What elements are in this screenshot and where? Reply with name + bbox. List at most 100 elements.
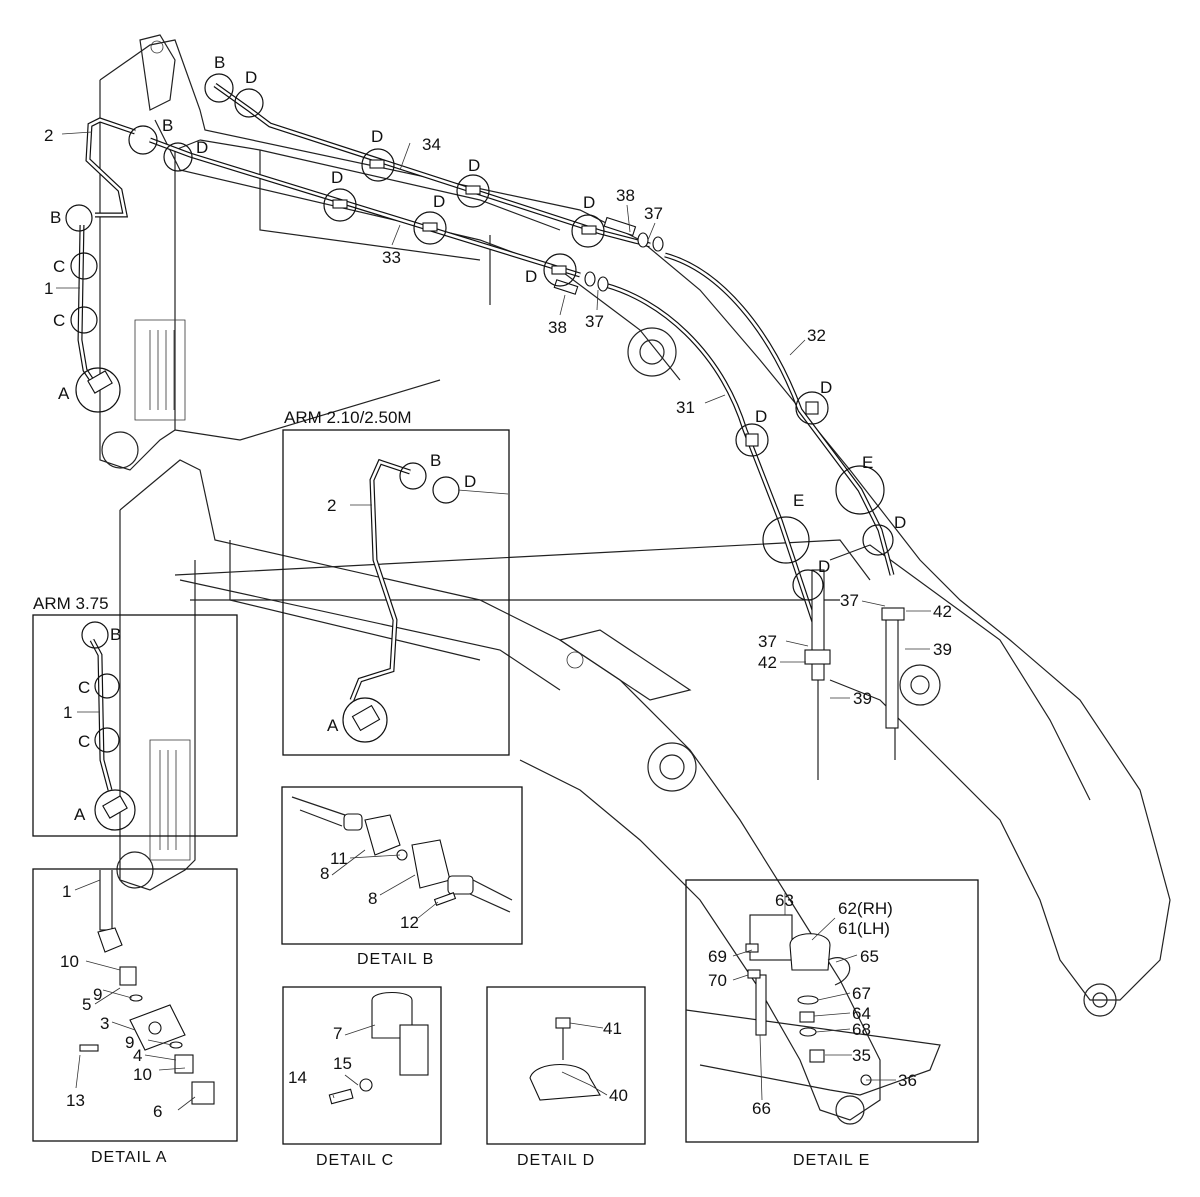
label-11-b: 11 — [330, 849, 348, 868]
label-c-375-1: C — [78, 678, 90, 697]
label-37-left: 37 — [758, 632, 777, 651]
label-b-inset: B — [430, 451, 441, 470]
label-d-10: D — [818, 557, 830, 576]
detail-b-drawing — [291, 796, 513, 913]
label-1-375: 1 — [63, 703, 72, 722]
label-13-a: 13 — [66, 1091, 85, 1110]
label-4-a: 4 — [133, 1046, 142, 1065]
label-c-left-2: C — [53, 311, 65, 330]
arm-375-inset-box — [32, 614, 238, 837]
label-d-2: D — [468, 156, 480, 175]
label-d-4: D — [433, 192, 445, 211]
label-b-left: B — [50, 208, 61, 227]
label-9-a-bottom: 9 — [125, 1033, 134, 1052]
label-36-e: 36 — [898, 1071, 917, 1090]
label-35-e: 35 — [852, 1046, 871, 1065]
label-38-bottom: 38 — [548, 318, 567, 337]
label-9-a-top: 9 — [93, 985, 102, 1004]
detail-e-drawing — [685, 914, 941, 1096]
label-42-right: 42 — [933, 602, 952, 621]
detail-a-drawing — [79, 870, 215, 1105]
detail-d-drawing — [529, 1017, 601, 1101]
label-65-e: 65 — [860, 947, 879, 966]
arm-210-inset-box — [282, 429, 510, 756]
label-3-a: 3 — [100, 1014, 109, 1033]
label-38-top: 38 — [616, 186, 635, 205]
detail-b-box — [281, 786, 523, 945]
label-61-e: 61(LH) — [838, 919, 890, 938]
label-69-e: 69 — [708, 947, 727, 966]
label-b-top-1: B — [214, 53, 225, 72]
label-e-1: E — [862, 453, 873, 472]
label-6-a: 6 — [153, 1102, 162, 1121]
label-63-e: 63 — [775, 891, 794, 910]
label-39-right: 39 — [933, 640, 952, 659]
detail-c-drawing — [328, 991, 429, 1105]
label-d-9: D — [894, 513, 906, 532]
label-1-main: 1 — [44, 279, 53, 298]
label-31: 31 — [676, 398, 695, 417]
arm-210-inset-drawing — [342, 458, 509, 743]
label-37-top: 37 — [644, 204, 663, 223]
label-d-top-2: D — [196, 138, 208, 157]
label-66-e: 66 — [752, 1099, 771, 1118]
detail-a-box — [32, 868, 238, 1142]
label-1-a: 1 — [62, 882, 71, 901]
caption-detail-e: DETAIL E — [793, 1152, 870, 1169]
label-10-a-bottom: 10 — [133, 1065, 152, 1084]
label-67-e: 67 — [852, 984, 871, 1003]
label-8-b-bottom: 8 — [368, 889, 377, 908]
label-5-a: 5 — [82, 995, 91, 1014]
leader-lines — [56, 131, 931, 1111]
label-c-left-1: C — [53, 257, 65, 276]
label-70-e: 70 — [708, 971, 727, 990]
detail-d-box — [486, 986, 646, 1145]
detail-e-box — [685, 879, 979, 1143]
label-d-1: D — [371, 127, 383, 146]
label-d-8: D — [755, 407, 767, 426]
label-34: 34 — [422, 135, 441, 154]
label-42-left: 42 — [758, 653, 777, 672]
label-a-main: A — [58, 384, 70, 403]
label-37-mid: 37 — [585, 312, 604, 331]
label-a-375: A — [74, 805, 86, 824]
label-68-e: 68 — [852, 1020, 871, 1039]
arm-375-inset-drawing — [81, 621, 136, 831]
inset-boxes — [32, 429, 979, 1145]
caption-detail-c: DETAIL C — [316, 1152, 394, 1169]
heading-arm-210: ARM 2.10/2.50M — [284, 408, 412, 427]
upper-arm-structure — [99, 34, 1171, 1017]
label-41-d: 41 — [603, 1019, 622, 1038]
label-62-e: 62(RH) — [838, 899, 893, 918]
label-2-main: 2 — [44, 126, 53, 145]
label-a-inset: A — [327, 716, 339, 735]
label-15-c: 15 — [333, 1054, 352, 1073]
label-64-e: 64 — [852, 1004, 871, 1023]
label-d-5: D — [583, 193, 595, 212]
label-37-right: 37 — [840, 591, 859, 610]
callout-labels: B D B D 2 B C 1 C A D 34 D D D 33 D 38 3… — [33, 53, 952, 1169]
main-pipe-lines — [77, 82, 905, 780]
label-40-d: 40 — [609, 1086, 628, 1105]
label-d-3: D — [331, 168, 343, 187]
label-39-left: 39 — [853, 689, 872, 708]
caption-detail-d: DETAIL D — [517, 1152, 595, 1169]
label-d-6: D — [525, 267, 537, 286]
label-8-b-top: 8 — [320, 864, 329, 883]
label-33: 33 — [382, 248, 401, 267]
label-14-c: 14 — [288, 1068, 307, 1087]
label-10-a-top: 10 — [60, 952, 79, 971]
label-c-375-2: C — [78, 732, 90, 751]
detail-c-box — [282, 986, 442, 1145]
label-7-c: 7 — [333, 1024, 342, 1043]
lower-arm-structure — [116, 459, 1091, 1125]
label-d-inset: D — [464, 472, 476, 491]
label-b-top-2: B — [162, 116, 173, 135]
label-d-top-1: D — [245, 68, 257, 87]
label-e-2: E — [793, 491, 804, 510]
callout-markers — [65, 73, 894, 601]
label-d-7: D — [820, 378, 832, 397]
caption-detail-a: DETAIL A — [91, 1149, 167, 1166]
label-12-b: 12 — [400, 913, 419, 932]
